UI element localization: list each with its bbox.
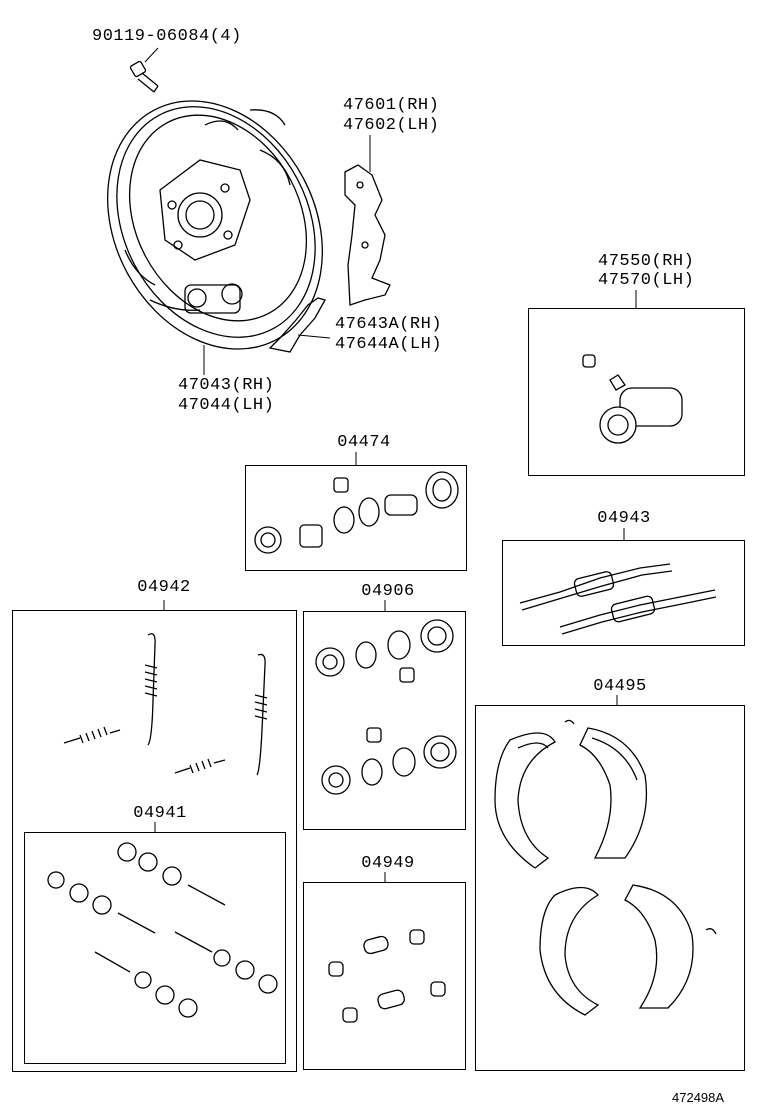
boot-kit-drawing [329, 872, 445, 1022]
bolt-drawing [130, 48, 158, 92]
backing-plate-drawing [66, 63, 365, 386]
label-lever-rh: 47643A(RH) [335, 315, 443, 334]
label-kit-04474: 04474 [337, 433, 391, 452]
boot-kit-box [303, 882, 466, 1070]
diagram-id: 472498A [672, 1090, 725, 1105]
cup-kit-box [245, 465, 467, 571]
wheel-cylinder-drawing [583, 290, 682, 443]
label-backing-lh: 47044(LH) [178, 396, 275, 415]
label-plate-lh: 47602(LH) [343, 116, 440, 135]
label-cylinder-rh: 47550(RH) [598, 252, 695, 271]
label-kit-04941: 04941 [133, 804, 187, 823]
label-kit-04943: 04943 [597, 509, 651, 528]
label-kit-04906: 04906 [361, 582, 415, 601]
spring-kit-box [12, 610, 297, 1072]
label-backing-rh: 47043(RH) [178, 376, 275, 395]
hold-down-kit-drawing [48, 822, 277, 1017]
hold-down-kit-box [24, 832, 286, 1064]
label-lever-lh: 47644A(LH) [335, 335, 443, 354]
lever-drawing [270, 298, 330, 352]
label-kit-04495: 04495 [593, 677, 647, 696]
label-kit-04942: 04942 [137, 578, 191, 597]
wheel-cylinder-box [528, 308, 745, 476]
adjuster-kit-drawing [520, 528, 716, 634]
label-bolt: 90119-06084(4) [92, 27, 242, 46]
label-cylinder-lh: 47570(LH) [598, 271, 695, 290]
cup-kit-drawing [255, 452, 458, 553]
adjuster-kit-box [502, 540, 745, 646]
cylinder-kit-drawing [316, 600, 456, 794]
brake-shoe-kit-box [475, 705, 745, 1071]
adjuster-plate-drawing [345, 135, 390, 305]
spring-kit-drawing [64, 600, 267, 775]
cylinder-kit-box [303, 611, 466, 830]
label-kit-04949: 04949 [361, 854, 415, 873]
label-plate-rh: 47601(RH) [343, 96, 440, 115]
brake-shoe-kit-drawing [495, 695, 716, 1015]
